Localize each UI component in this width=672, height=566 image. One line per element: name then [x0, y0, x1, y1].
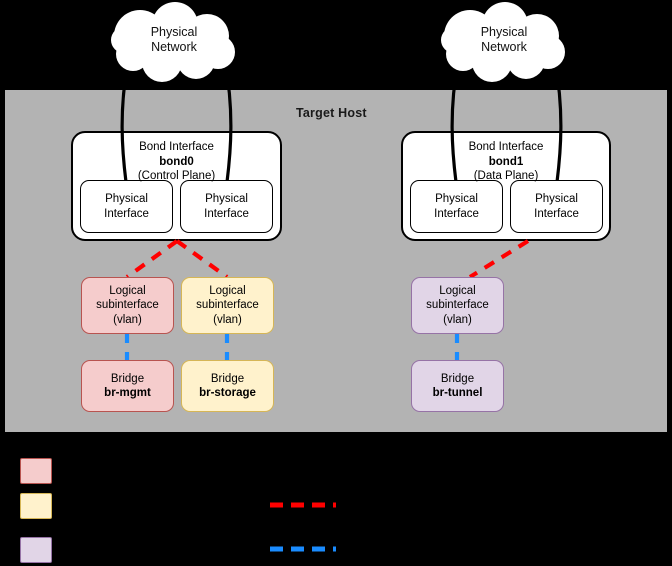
bond1-phy1-text: Physical Interface — [434, 192, 479, 221]
bond1-title-block: Bond Interface bond1 (Data Plane) — [403, 140, 609, 184]
vlan-mgmt-line1: Logical — [109, 284, 146, 297]
cloud-left-line1: Physical — [150, 25, 198, 39]
bond1-phy1-line1: Physical — [435, 193, 478, 205]
bond0-phy2-line2: Interface — [204, 207, 249, 220]
bond1-phy2-text: Physical Interface — [534, 192, 579, 221]
logical-subinterface-mgmt[interactable]: Logical subinterface (vlan) — [81, 277, 174, 334]
br-tunnel-name: br-tunnel — [432, 387, 483, 399]
bond0-title-block: Bond Interface bond0 (Control Plane) — [73, 140, 280, 184]
br-storage-text: Bridge br-storage — [199, 372, 256, 401]
bond0-phy1-line1: Physical — [105, 193, 148, 205]
bond1-role: (Data Plane) — [473, 170, 539, 182]
vlan-mgmt-text: Logical subinterface (vlan) — [96, 284, 159, 328]
bond0-phy2-text: Physical Interface — [204, 192, 249, 221]
cloud-right-line2: Network — [481, 40, 527, 54]
bond0-phy2-line1: Physical — [205, 193, 248, 205]
bond1-title: Bond Interface — [468, 141, 544, 153]
bond0-name: bond0 — [159, 155, 194, 168]
bond0-phy1-line2: Interface — [104, 207, 149, 220]
target-host-title: Target Host — [296, 106, 367, 120]
cloud-left-text: Physical Network — [118, 25, 230, 55]
br-storage-name: br-storage — [199, 387, 256, 399]
br-storage-label: Bridge — [210, 372, 245, 385]
bond1-phy2-line1: Physical — [535, 193, 578, 205]
bond0-role: (Control Plane) — [137, 170, 216, 182]
legend-swatch-mgmt — [20, 458, 52, 484]
vlan-tunnel-line2: subinterface — [426, 299, 489, 312]
br-mgmt-label: Bridge — [110, 372, 145, 385]
vlan-storage-line3: (vlan) — [213, 313, 242, 326]
logical-subinterface-storage[interactable]: Logical subinterface (vlan) — [181, 277, 274, 334]
cloud-right-text: Physical Network — [448, 25, 560, 55]
bridge-br-mgmt[interactable]: Bridge br-mgmt — [81, 360, 174, 412]
cloud-left-line2: Network — [151, 40, 197, 54]
bridge-br-storage[interactable]: Bridge br-storage — [181, 360, 274, 412]
br-tunnel-label: Bridge — [440, 372, 475, 385]
bond1-physical-interface-1[interactable]: Physical Interface — [410, 180, 503, 233]
vlan-mgmt-line3: (vlan) — [113, 313, 142, 326]
bond0-title: Bond Interface — [139, 141, 214, 153]
bond1-name: bond1 — [488, 155, 524, 168]
bond1-physical-interface-2[interactable]: Physical Interface — [510, 180, 603, 233]
legend-swatch-tunnel — [20, 537, 52, 563]
vlan-tunnel-line1: Logical — [439, 284, 476, 297]
br-tunnel-text: Bridge br-tunnel — [433, 372, 483, 401]
legend-swatch-storage — [20, 493, 52, 519]
bond1-phy2-line2: Interface — [534, 207, 579, 220]
vlan-storage-line2: subinterface — [196, 299, 259, 312]
cloud-right-line1: Physical — [480, 25, 528, 39]
cloud-right: Physical Network — [448, 25, 560, 59]
vlan-tunnel-line3: (vlan) — [443, 313, 472, 326]
cloud-left: Physical Network — [118, 25, 230, 59]
vlan-mgmt-line2: subinterface — [96, 299, 159, 312]
vlan-storage-text: Logical subinterface (vlan) — [196, 284, 259, 328]
vlan-tunnel-text: Logical subinterface (vlan) — [426, 284, 489, 328]
br-mgmt-name: br-mgmt — [104, 387, 151, 399]
logical-subinterface-tunnel[interactable]: Logical subinterface (vlan) — [411, 277, 504, 334]
bond0-phy1-text: Physical Interface — [104, 192, 149, 221]
bond0-physical-interface-2[interactable]: Physical Interface — [180, 180, 273, 233]
bridge-br-tunnel[interactable]: Bridge br-tunnel — [411, 360, 504, 412]
br-mgmt-text: Bridge br-mgmt — [104, 372, 151, 401]
bond0-physical-interface-1[interactable]: Physical Interface — [80, 180, 173, 233]
vlan-storage-line1: Logical — [209, 284, 246, 297]
bond1-phy1-line2: Interface — [434, 207, 479, 220]
